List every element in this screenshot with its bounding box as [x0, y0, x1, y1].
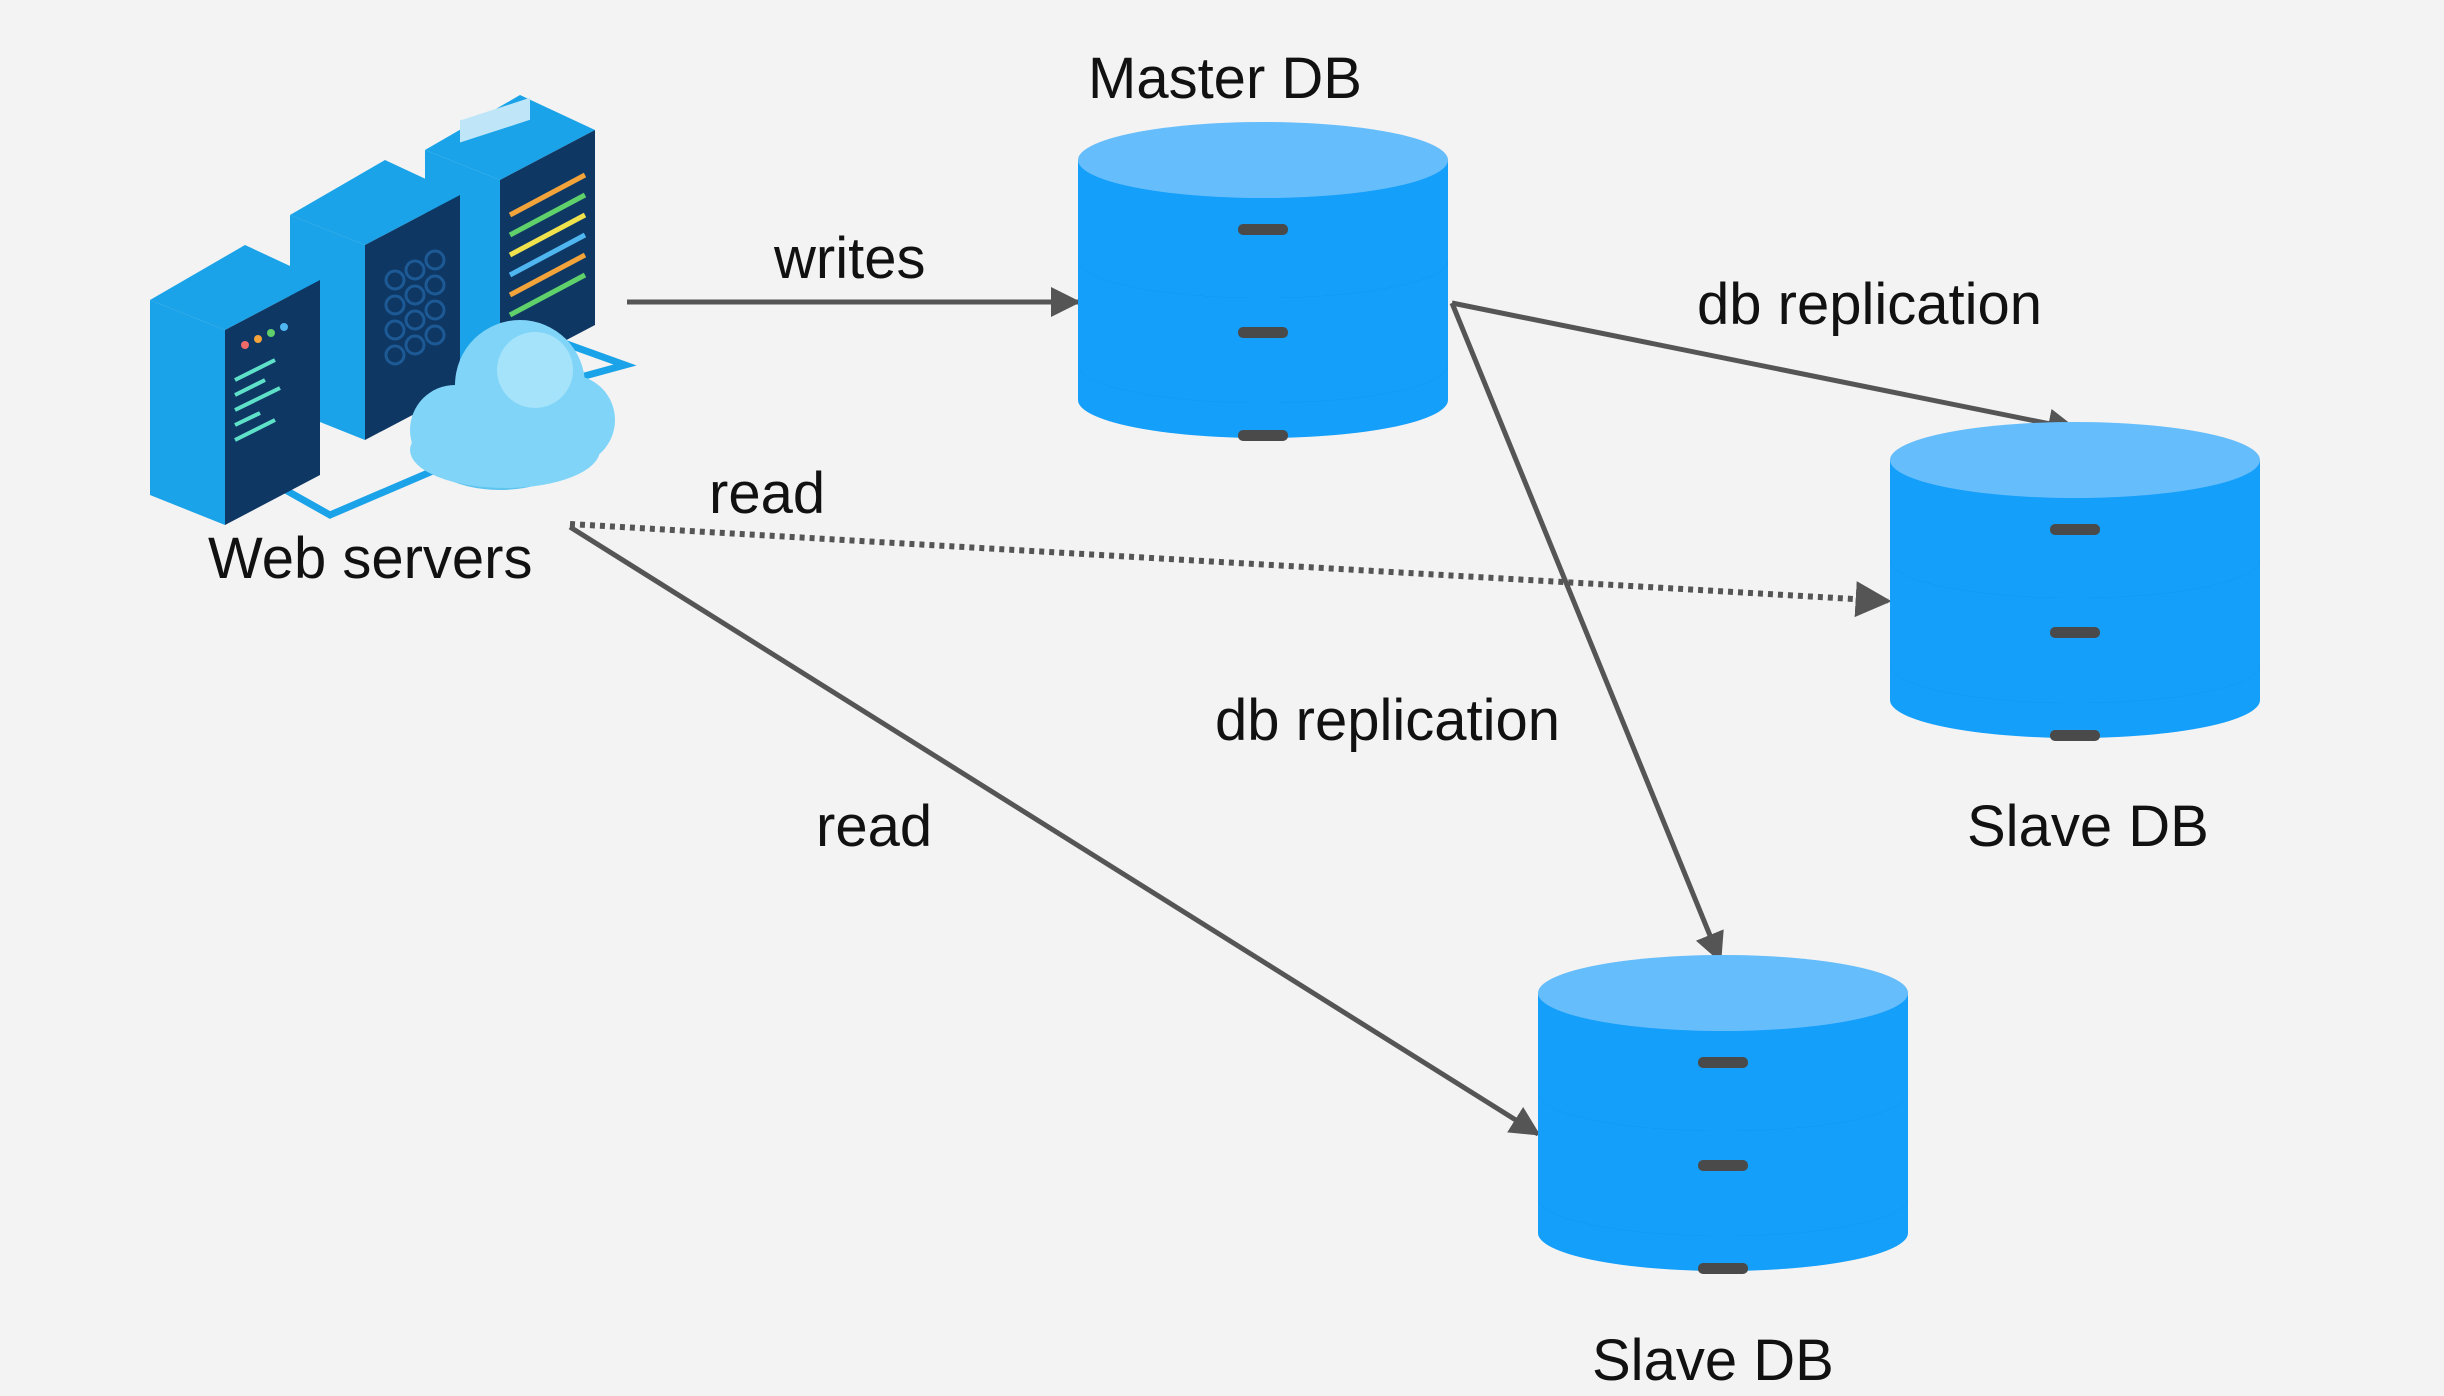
read-dotted-arrow: [569, 521, 1892, 618]
replication-right-edge-label: db replication: [1697, 272, 2042, 337]
web-servers-label: Web servers: [208, 526, 533, 591]
master-db-label: Master DB: [1088, 46, 1362, 111]
read-solid-arrow: [568, 524, 1541, 1137]
writes-edge-label: writes: [774, 226, 926, 291]
server-rack-cloud-icon: [150, 95, 637, 525]
read-solid-edge-label: read: [816, 794, 933, 859]
slave-db-right-icon: [1890, 422, 2260, 741]
read-dotted-edge-label: read: [709, 461, 826, 526]
slave-db-bottom-icon: [1538, 955, 1908, 1274]
slave-db-bottom-label: Slave DB: [1592, 1328, 1834, 1393]
slave-db-right-label: Slave DB: [1967, 794, 2209, 859]
replication-bottom-edge-label: db replication: [1215, 688, 1560, 753]
replication-right-arrow: [1451, 300, 2078, 439]
replication-bottom-arrow: [1449, 302, 1724, 963]
master-db-icon: [1078, 122, 1448, 441]
